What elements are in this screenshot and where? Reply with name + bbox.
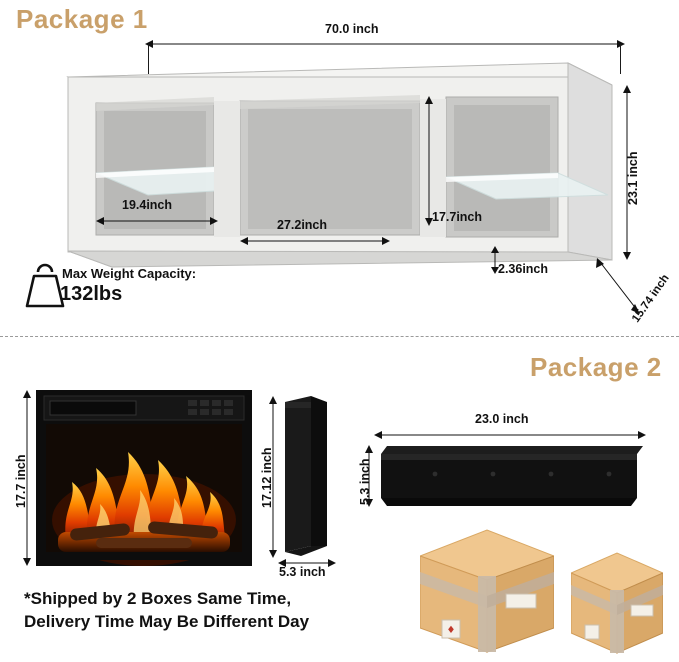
- shipping-note-line-2: Delivery Time May Be Different Day: [24, 612, 310, 631]
- package1-height-label: 23.1 inch: [626, 151, 640, 206]
- weight-icon-svg: [25, 263, 65, 308]
- left-compartment-arrow: [96, 217, 218, 225]
- fireplace-side-height-arrow: [269, 396, 277, 558]
- box-small-svg: [569, 552, 665, 654]
- mantel-height-arrow: [365, 445, 373, 507]
- package1-left-compartment-label: 19.4inch: [122, 198, 173, 212]
- fireplace-front-svg: [36, 390, 252, 566]
- fireplace-side-svg: [285, 396, 327, 556]
- max-weight-icon: [24, 262, 66, 315]
- mantel-shelf-view: [375, 440, 643, 517]
- fireplace-side-width-arrow: [278, 559, 336, 567]
- width-arrow: [145, 40, 625, 48]
- package-2-title: Package 2: [530, 352, 662, 382]
- center-compartment-arrow: [240, 237, 390, 245]
- package-1-tv-stand-diagram: [60, 55, 620, 295]
- fireplace-insert-side-view: [281, 396, 331, 563]
- shelf-thickness-arrow: [491, 246, 499, 274]
- package1-shelf-thickness-label: 2.36inch: [498, 262, 549, 276]
- mantel-height-label: 5.3 inch: [358, 458, 372, 505]
- depth-arrow: [596, 258, 640, 314]
- cardboard-box-small-icon: [569, 551, 665, 660]
- max-weight-value: 132lbs: [60, 283, 123, 305]
- right-compartment-arrow: [425, 96, 433, 226]
- mantel-width-arrow: [374, 431, 646, 439]
- shipping-note-line-1: *Shipped by 2 Boxes Same Time,: [24, 589, 292, 608]
- package-1-title: Package 1: [16, 4, 148, 34]
- fireplace-side-width-label: 5.3 inch: [279, 565, 326, 579]
- package1-center-compartment-label: 27.2inch: [277, 218, 328, 232]
- svg-text:♦: ♦: [447, 625, 456, 636]
- package1-width-label: 70.0 inch: [325, 22, 379, 36]
- fireplace-height-label: 17.7 inch: [14, 454, 28, 509]
- mantel-svg: [381, 446, 643, 506]
- cardboard-box-large-icon: ♦: [418, 528, 556, 659]
- max-weight-label: Max Weight Capacity:: [62, 266, 197, 281]
- fireplace-insert-front-view: [36, 390, 252, 571]
- tv-stand-svg: [66, 62, 613, 268]
- package1-right-compartment-label: 17.7inch: [432, 210, 483, 224]
- height-arrow: [623, 85, 631, 260]
- box-large-svg: ♦: [418, 529, 556, 653]
- fireplace-height-arrow: [23, 390, 31, 566]
- fireplace-side-height-label: 17.12 inch: [260, 447, 274, 508]
- section-divider: [0, 336, 679, 337]
- mantel-width-label: 23.0 inch: [475, 412, 529, 426]
